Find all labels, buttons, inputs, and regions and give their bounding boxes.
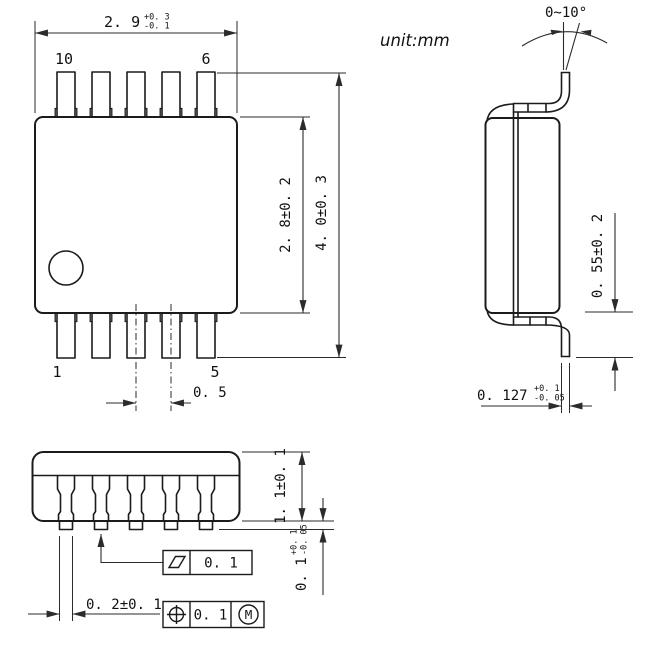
front-view: 1. 1±0. 1 0. 1 +0. 1 -0. 05 0. 2±0. 1 bbox=[28, 448, 334, 629]
front-view-leads bbox=[56, 474, 216, 531]
dim-lead-pitch-value: 0. 5 bbox=[193, 385, 227, 401]
dim-lead-thickness: 0. 127 +0. 1 -0. 05 bbox=[477, 363, 592, 413]
flatness-icon bbox=[167, 555, 187, 569]
dim-lead-angle-value: 0~10° bbox=[545, 5, 587, 21]
dim-body-thickness: 1. 1±0. 1 bbox=[242, 448, 334, 524]
pin-number-10: 10 bbox=[55, 50, 73, 68]
flatness-leader-line bbox=[97, 534, 163, 564]
angle-arrow-right bbox=[580, 29, 592, 36]
side-view: 0~10° 0. 55±0. 2 0. 127 +0. 1 -0. 05 bbox=[477, 5, 633, 413]
position-icon bbox=[167, 605, 186, 624]
position-tolerance-value: 0. 1 bbox=[194, 608, 228, 624]
pin-number-1: 1 bbox=[52, 363, 61, 381]
dim-lead-width: 0. 2±0. 1 bbox=[28, 536, 162, 621]
dim-lead-height: 0. 55±0. 2 bbox=[576, 213, 633, 391]
dim-body-thickness-value: 1. 1±0. 1 bbox=[273, 448, 289, 524]
dim-standoff: 0. 1 +0. 1 -0. 05 bbox=[219, 498, 334, 595]
dim-standoff-tol-minus: -0. 05 bbox=[300, 524, 310, 555]
package-body-front-view bbox=[31, 451, 241, 522]
top-view: 10 6 1 5 2. 9 +0. 3 -0. 1 0. 5 2. 8±0. 2 bbox=[34, 13, 346, 411]
bottom-lead-side-view bbox=[512, 316, 571, 358]
dim-lead-thickness-tol-plus: +0. 1 bbox=[534, 384, 560, 394]
flatness-tolerance-value: 0. 1 bbox=[204, 556, 238, 572]
dim-lead-pitch: 0. 5 bbox=[106, 304, 227, 411]
position-frame bbox=[162, 600, 265, 629]
mmc-modifier-letter: M bbox=[245, 607, 253, 622]
dim-body-length-value: 2. 8±0. 2 bbox=[278, 177, 294, 253]
mmc-modifier-icon bbox=[238, 604, 259, 625]
flatness-callout: 0. 1 bbox=[97, 534, 253, 576]
dim-body-width-tol-plus: +0. 3 bbox=[144, 13, 170, 23]
dim-lead-thickness-value: 0. 127 bbox=[477, 388, 528, 404]
dim-lead-height-value: 0. 55±0. 2 bbox=[590, 214, 606, 298]
dim-standoff-tol-plus: +0. 1 bbox=[290, 529, 300, 555]
bottom-chamfer-line bbox=[486, 309, 515, 326]
top-row-pins bbox=[56, 71, 216, 118]
pin-number-5: 5 bbox=[210, 363, 219, 381]
dim-lead-thickness-tol-minus: -0. 05 bbox=[534, 394, 565, 404]
dim-body-width-value: 2. 9 bbox=[104, 13, 140, 31]
dim-lead-angle: 0~10° bbox=[521, 5, 608, 71]
pin-number-6: 6 bbox=[201, 50, 210, 68]
unit-label: unit:mm bbox=[380, 31, 450, 50]
pin1-indicator-dot bbox=[48, 250, 84, 286]
dim-standoff-value: 0. 1 bbox=[294, 557, 310, 591]
bottom-pin-base-tabs bbox=[54, 313, 218, 323]
package-body-side-view bbox=[484, 117, 561, 314]
dim-lead-width-value: 0. 2±0. 1 bbox=[86, 597, 162, 613]
dim-body-length: 2. 8±0. 2 bbox=[240, 116, 310, 314]
dim-overall-length: 4. 0±0. 3 bbox=[217, 72, 346, 358]
top-lead-side-view bbox=[512, 71, 571, 113]
dim-body-width: 2. 9 +0. 3 -0. 1 bbox=[34, 13, 238, 113]
angle-arrow-left bbox=[550, 29, 562, 35]
top-chamfer-line bbox=[486, 103, 515, 122]
flatness-frame bbox=[162, 549, 253, 576]
top-pin-base-tabs bbox=[54, 107, 218, 117]
position-callout: 0. 1 M bbox=[162, 600, 265, 629]
dim-overall-length-value: 4. 0±0. 3 bbox=[314, 175, 330, 251]
dim-body-width-tol-minus: -0. 1 bbox=[144, 22, 170, 32]
package-body-top-view bbox=[34, 116, 238, 314]
